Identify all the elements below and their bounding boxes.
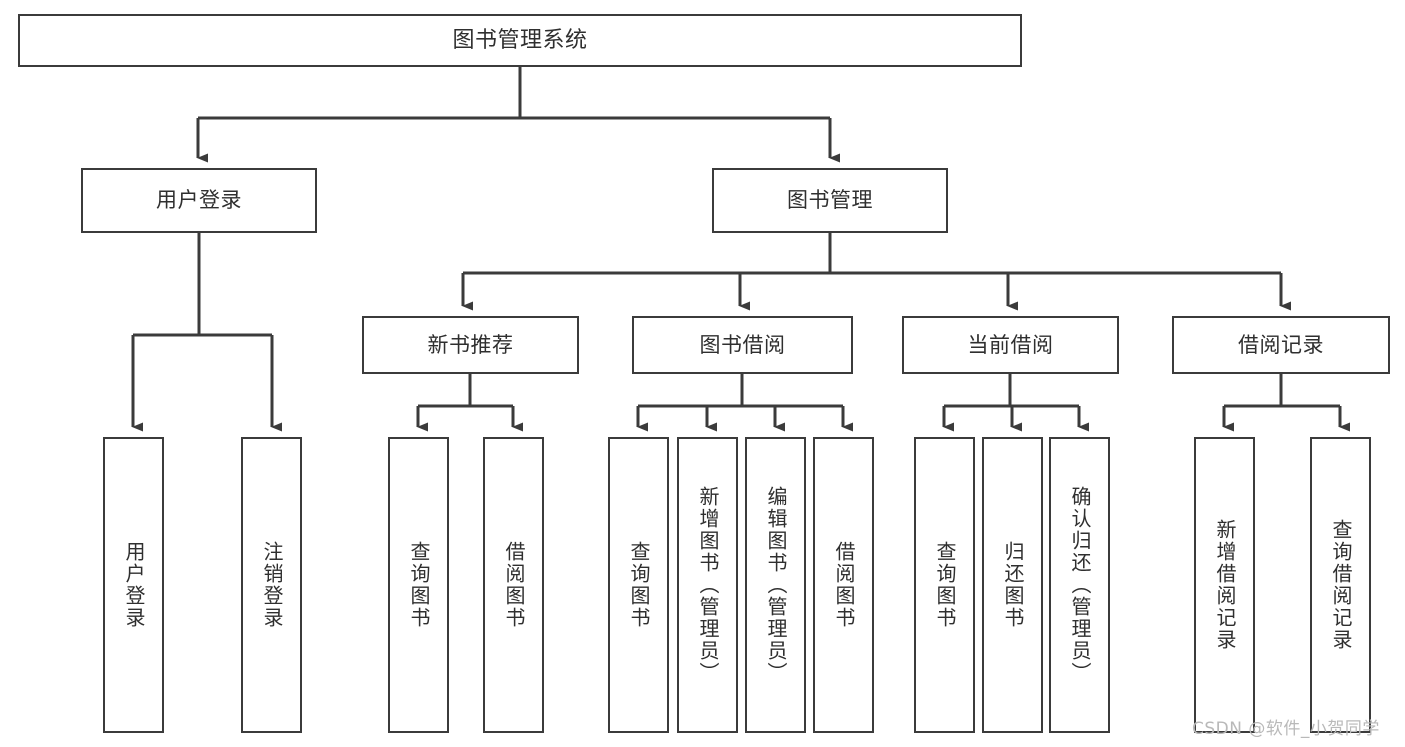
node-leaf-query-book-recommend-label: 查询图书 xyxy=(407,541,431,629)
node-current-borrow-label: 当前借阅 xyxy=(967,332,1054,357)
connector-newbook-to-leaves xyxy=(416,374,523,432)
node-leaf-return-book-label: 归还图书 xyxy=(1001,541,1025,629)
node-leaf-query-book-current-label: 查询图书 xyxy=(933,541,957,629)
node-book-management[interactable]: 图书管理 xyxy=(712,168,948,233)
node-leaf-query-borrow-record-label: 查询借阅记录 xyxy=(1329,519,1353,651)
node-book-borrow-label: 图书借阅 xyxy=(699,332,786,357)
node-book-management-label: 图书管理 xyxy=(787,188,873,213)
connector-bookborrow-to-leaves xyxy=(636,374,853,432)
node-leaf-borrow-book-recommend-label: 借阅图书 xyxy=(502,541,526,629)
node-leaf-edit-book[interactable]: 编辑图书（管理员） xyxy=(745,437,806,733)
node-leaf-add-book-label: 新增图书（管理员） xyxy=(696,486,720,684)
node-new-book-recommend[interactable]: 新书推荐 xyxy=(362,316,579,374)
connector-currentborrow-to-leaves xyxy=(942,374,1089,432)
node-leaf-query-borrow-record[interactable]: 查询借阅记录 xyxy=(1310,437,1371,733)
node-leaf-logout-login[interactable]: 注销登录 xyxy=(241,437,302,733)
csdn-watermark: CSDN @软件_小贺同学 xyxy=(1192,719,1380,739)
node-leaf-logout-login-label: 注销登录 xyxy=(260,541,284,629)
node-leaf-add-book[interactable]: 新增图书（管理员） xyxy=(677,437,738,733)
node-leaf-query-book-borrow[interactable]: 查询图书 xyxy=(608,437,669,733)
node-leaf-confirm-return-label: 确认归还（管理员） xyxy=(1068,486,1092,684)
node-leaf-add-borrow-record-label: 新增借阅记录 xyxy=(1213,519,1237,651)
connector-borrowrecord-to-leaves xyxy=(1222,374,1350,432)
node-leaf-query-book-borrow-label: 查询图书 xyxy=(627,541,651,629)
node-leaf-user-login-label: 用户登录 xyxy=(122,541,146,629)
connector-bookmgmt-to-level3 xyxy=(461,233,1291,311)
node-leaf-edit-book-label: 编辑图书（管理员） xyxy=(764,486,788,684)
node-book-borrow[interactable]: 图书借阅 xyxy=(632,316,853,374)
node-borrow-record[interactable]: 借阅记录 xyxy=(1172,316,1390,374)
connector-root-to-level2 xyxy=(196,67,840,163)
node-leaf-confirm-return[interactable]: 确认归还（管理员） xyxy=(1049,437,1110,733)
node-current-borrow[interactable]: 当前借阅 xyxy=(902,316,1119,374)
node-leaf-query-book-current[interactable]: 查询图书 xyxy=(914,437,975,733)
node-new-book-recommend-label: 新书推荐 xyxy=(427,332,514,357)
connector-userlogin-to-leaves xyxy=(131,233,282,432)
node-leaf-borrow-book-recommend[interactable]: 借阅图书 xyxy=(483,437,544,733)
node-user-login[interactable]: 用户登录 xyxy=(81,168,317,233)
node-leaf-user-login[interactable]: 用户登录 xyxy=(103,437,164,733)
node-leaf-borrow-book[interactable]: 借阅图书 xyxy=(813,437,874,733)
node-leaf-return-book[interactable]: 归还图书 xyxy=(982,437,1043,733)
node-leaf-query-book-recommend[interactable]: 查询图书 xyxy=(388,437,449,733)
node-leaf-borrow-book-label: 借阅图书 xyxy=(832,541,856,629)
node-leaf-add-borrow-record[interactable]: 新增借阅记录 xyxy=(1194,437,1255,733)
node-borrow-record-label: 借阅记录 xyxy=(1238,332,1324,357)
node-root[interactable]: 图书管理系统 xyxy=(18,14,1022,67)
node-user-login-label: 用户登录 xyxy=(156,188,242,213)
node-root-label: 图书管理系统 xyxy=(452,27,588,53)
